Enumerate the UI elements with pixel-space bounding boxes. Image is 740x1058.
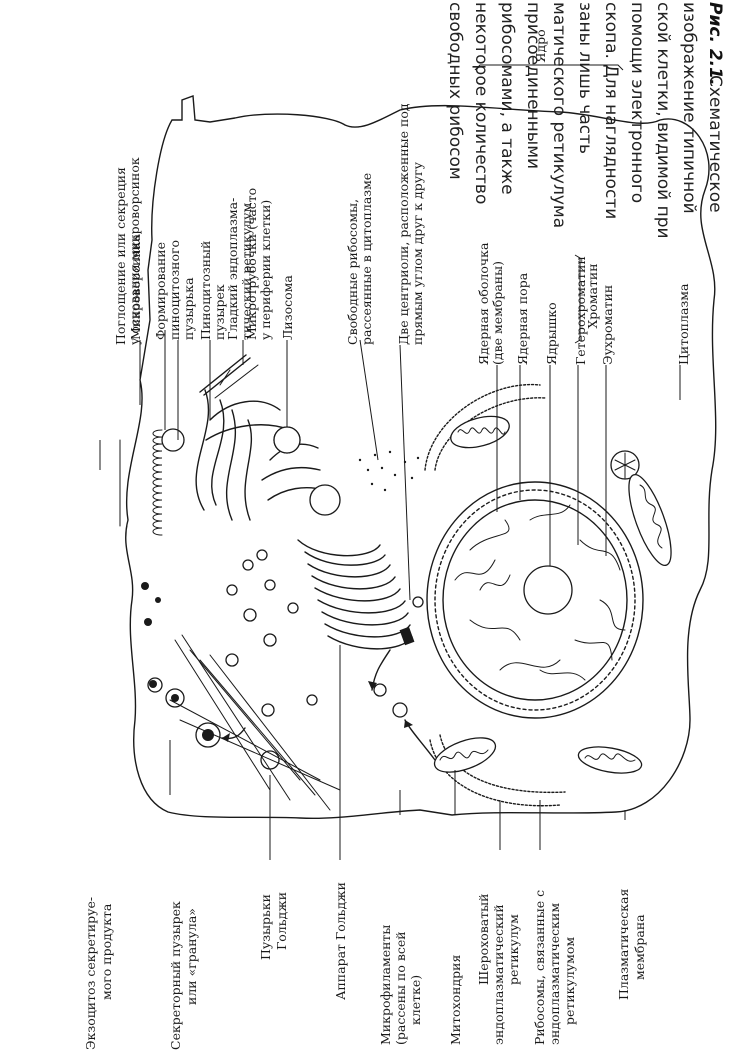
caption-line-10: свободных рибосом	[445, 2, 465, 180]
label-pinocytic-vesicle: Пиноцитозный пузырек	[198, 241, 227, 340]
svg-text:эндоплазматическим: эндоплазматическим	[547, 903, 562, 1045]
svg-text:Поглощение или секреция: Поглощение или секреция	[113, 167, 128, 345]
label-bound-ribosomes: Рибосомы, связанные с эндоплазматическим…	[532, 890, 577, 1045]
svg-text:рассеянные в цитоплазме: рассеянные в цитоплазме	[359, 173, 374, 345]
golgi-apparatus	[298, 540, 412, 649]
caption-line-6: матического ретикулума	[549, 2, 569, 228]
svg-text:Свободные рибосомы,: Свободные рибосомы,	[345, 199, 360, 345]
svg-text:клетке): клетке)	[408, 975, 423, 1025]
leader-lines	[100, 330, 680, 860]
caption-line-9: некоторое количество	[471, 2, 491, 204]
nucleus-bracket-label: Ядро	[533, 29, 548, 62]
svg-text:Гетерохроматин: Гетерохроматин	[573, 256, 588, 365]
svg-text:Две центриоли, расположенные п: Две центриоли, расположенные под	[396, 103, 411, 345]
svg-text:Микрофиламенты: Микрофиламенты	[378, 925, 393, 1045]
svg-text:прямым углом друг к другу: прямым углом друг к другу	[410, 161, 425, 345]
svg-text:Аппарат Гольджи: Аппарат Гольджи	[333, 882, 348, 1000]
caption-line-4: скопа. Для наглядности	[601, 2, 621, 219]
svg-text:мембрана: мембрана	[632, 914, 647, 980]
secretory-granules	[141, 582, 220, 747]
vesicles	[162, 427, 407, 769]
svg-text:Цитоплазма: Цитоплазма	[676, 283, 691, 365]
svg-text:Экзоцитоз секретируе-: Экзоцитоз секретируе-	[83, 897, 98, 1050]
label-lysosome: Лизосома	[280, 275, 295, 340]
label-cytoplasm: Цитоплазма	[676, 283, 691, 365]
svg-text:Формирование: Формирование	[153, 242, 168, 340]
caption-line-5: заны лишь часть	[575, 2, 595, 154]
svg-text:Плазматическая: Плазматическая	[616, 889, 631, 1000]
caption-line-8: рибосомами, а также	[497, 2, 517, 195]
caption-line-2: ской клетки, видимой при	[653, 2, 673, 239]
caption-line-0: Схематическое	[705, 75, 725, 213]
svg-text:или «гранула»: или «гранула»	[184, 908, 199, 1005]
svg-text:Гладкий эндоплазма-: Гладкий эндоплазма-	[225, 198, 240, 340]
label-rough-er: Шероховатый эндоплазматический ретикулум	[476, 894, 521, 1045]
label-pinocytic-formation: Формирование пиноцитозного пузырька	[153, 240, 196, 340]
label-nucleolus: Ядрышко	[544, 302, 559, 365]
svg-text:Эухроматин: Эухроматин	[600, 285, 615, 365]
svg-text:эндоплазматический: эндоплазматический	[491, 904, 506, 1045]
svg-text:Шероховатый: Шероховатый	[476, 894, 491, 985]
label-microtubules: Микротрубочки (часто у периферии клетки)	[244, 188, 273, 340]
svg-text:(рассены по всей: (рассены по всей	[393, 931, 408, 1045]
label-mitochondrion: Митохондрия	[448, 954, 463, 1045]
caption-line-1: изображение типичной	[679, 2, 699, 214]
svg-text:пиноцитозного: пиноцитозного	[167, 240, 182, 340]
label-golgi-vesicles: Пузырьки Гольджи	[258, 892, 289, 960]
microvilli	[120, 430, 162, 535]
label-microvillus: Микроворсинка	[128, 233, 143, 340]
lysosome	[274, 427, 300, 453]
label-exocytosis: Экзоцитоз секретируе- мого продукта	[83, 897, 114, 1050]
label-centrioles: Две центриоли, расположенные под прямым …	[396, 103, 425, 345]
svg-text:Ядерная пора: Ядерная пора	[515, 272, 530, 365]
caption-line-7: присоединенными	[523, 2, 543, 169]
svg-text:Лизосома: Лизосома	[280, 275, 295, 340]
svg-text:пузырька: пузырька	[181, 277, 196, 340]
label-free-ribosomes: Свободные рибосомы, рассеянные в цитопла…	[345, 173, 374, 345]
svg-text:у периферии клетки): у периферии клетки)	[258, 200, 273, 340]
microfilaments	[170, 635, 340, 810]
svg-text:Пузырьки: Пузырьки	[258, 894, 273, 960]
svg-text:Рибосомы, связанные с: Рибосомы, связанные с	[532, 890, 547, 1045]
smooth-er	[196, 390, 325, 520]
nucleolus	[524, 566, 572, 614]
label-microfilaments: Микрофиламенты (рассены по всей клетке)	[378, 925, 423, 1045]
microtubules	[200, 355, 258, 398]
svg-text:мого продукта: мого продукта	[99, 903, 114, 1000]
svg-text:Митохондрия: Митохондрия	[448, 954, 463, 1045]
caption-line-3: помощи электронного	[627, 2, 647, 203]
svg-text:(две мембраны): (две мембраны)	[490, 261, 505, 365]
label-euchromatin: Эухроматин	[600, 285, 615, 365]
svg-text:Ядрышко: Ядрышко	[544, 302, 559, 365]
label-nuclear-pore: Ядерная пора	[515, 272, 530, 365]
svg-text:Секреторный пузырек: Секреторный пузырек	[168, 901, 183, 1050]
label-heterochromatin: Гетерохроматин	[573, 256, 588, 365]
figure-caption: Рис. 2.1. Схематическое изображение типи…	[445, 2, 725, 239]
label-secretory-vesicle: Секреторный пузырек или «гранула»	[168, 901, 199, 1050]
label-plasma-membrane: Плазматическая мембрана	[616, 889, 647, 1000]
caption-label: Рис. 2.1.	[705, 2, 725, 85]
svg-text:Микротрубочки (часто: Микротрубочки (часто	[244, 188, 259, 340]
label-golgi-apparatus: Аппарат Гольджи	[333, 882, 348, 1000]
svg-text:ретикулумом: ретикулумом	[562, 937, 577, 1025]
svg-text:Пиноцитозный: Пиноцитозный	[198, 241, 213, 340]
svg-text:Гольджи: Гольджи	[274, 892, 289, 950]
free-ribosomes	[359, 451, 419, 491]
label-nuclear-envelope: Ядерная оболочка (две мембраны)	[476, 242, 505, 365]
svg-text:Микроворсинка: Микроворсинка	[128, 233, 143, 340]
nucleus	[427, 482, 643, 718]
svg-text:Ядерная оболочка: Ядерная оболочка	[476, 242, 491, 365]
svg-text:ретикулум: ретикулум	[506, 914, 521, 985]
